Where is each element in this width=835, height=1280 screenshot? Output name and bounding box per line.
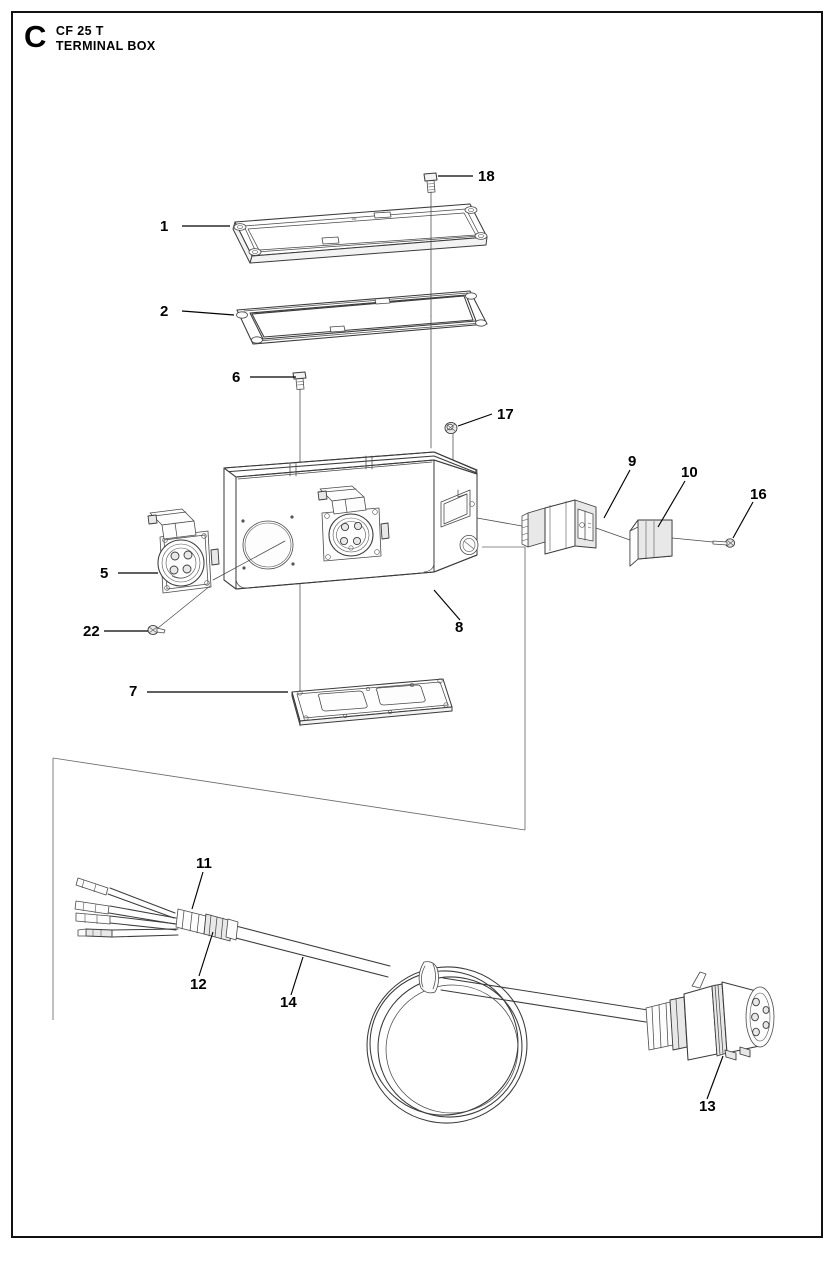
callout-22: 22 bbox=[83, 623, 100, 640]
page-header: C CF 25 T TERMINAL BOX bbox=[24, 19, 156, 54]
part-screw-22 bbox=[147, 624, 166, 636]
detail-view-frame bbox=[52, 546, 526, 1020]
page-title: CF 25 T bbox=[55, 24, 104, 38]
part-strain-relief bbox=[175, 908, 207, 935]
part-socket-outlet bbox=[147, 508, 220, 594]
box-right-panel-features bbox=[440, 489, 479, 556]
part-power-cable bbox=[74, 877, 649, 1124]
callout-13: 13 bbox=[699, 1098, 716, 1115]
mounted-socket bbox=[317, 485, 390, 562]
callout-8: 8 bbox=[455, 619, 464, 636]
part-rocker-switch bbox=[521, 499, 597, 555]
part-base-plate bbox=[291, 678, 453, 726]
callout-1: 1 bbox=[160, 218, 169, 235]
part-gland-nut bbox=[203, 913, 239, 942]
title-block: CF 25 T TERMINAL BOX bbox=[56, 22, 156, 54]
section-letter: C bbox=[24, 19, 46, 54]
part-plug-connector bbox=[645, 971, 775, 1061]
part-switch-cover bbox=[629, 519, 673, 567]
part-cover-screw bbox=[423, 172, 438, 449]
callout-5: 5 bbox=[100, 565, 109, 582]
callout-10: 10 bbox=[681, 464, 698, 481]
callout-17: 17 bbox=[497, 406, 514, 423]
part-box-housing bbox=[223, 451, 478, 590]
callout-2: 2 bbox=[160, 303, 169, 320]
callout-6: 6 bbox=[232, 369, 241, 386]
callout-16: 16 bbox=[750, 486, 767, 503]
cable-wire-leads bbox=[74, 877, 179, 938]
callout-7: 7 bbox=[129, 683, 138, 700]
callout-18: 18 bbox=[478, 168, 495, 185]
callout-12: 12 bbox=[190, 976, 207, 993]
part-cover-gasket bbox=[236, 290, 488, 345]
callout-leaders bbox=[104, 175, 754, 1100]
part-screw-16 bbox=[712, 538, 736, 548]
callout-9: 9 bbox=[628, 453, 637, 470]
part-cover-lid bbox=[232, 203, 488, 264]
callout-14: 14 bbox=[280, 994, 297, 1011]
page-subtitle: TERMINAL BOX bbox=[55, 39, 156, 53]
callout-11: 11 bbox=[196, 855, 212, 872]
cable-coil bbox=[366, 961, 528, 1124]
